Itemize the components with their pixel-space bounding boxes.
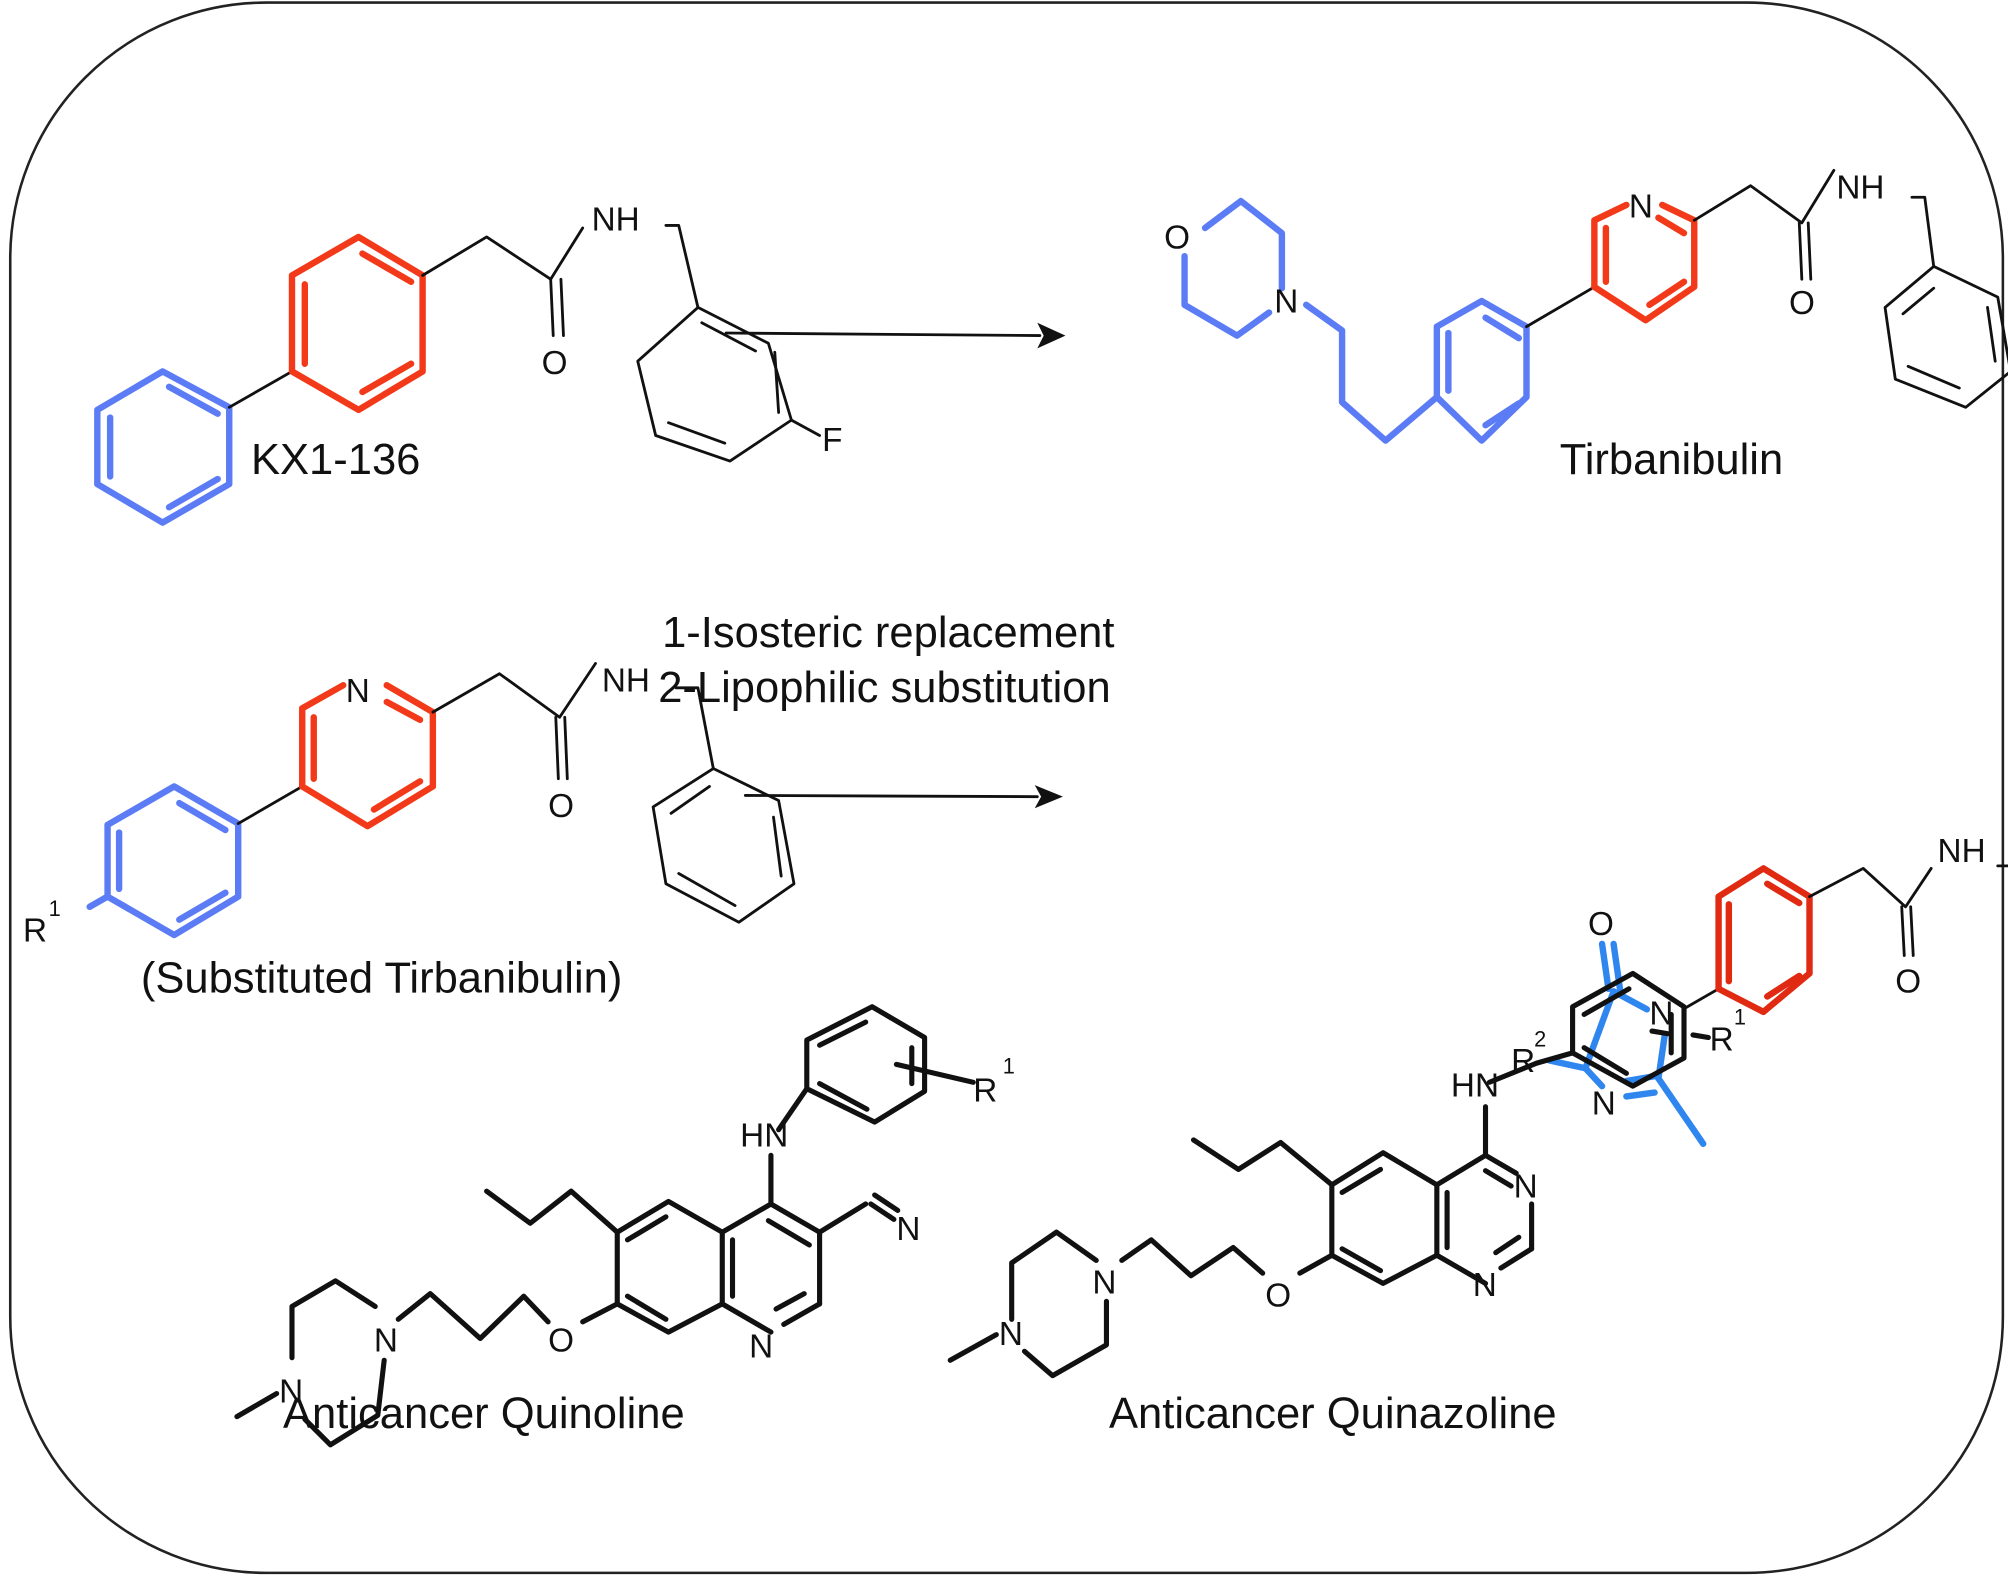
atom-f: F — [822, 422, 842, 459]
atom-nh: NH — [602, 663, 650, 700]
quinazoline-core: N N — [1329, 1150, 1538, 1304]
structure-anticancer-quinazoline: R 1 HN N N O N N Anti — [947, 970, 1746, 1438]
atom-n-piperazine-1: N — [1092, 1265, 1116, 1302]
atom-o: O — [548, 788, 574, 825]
atom-o: O — [542, 345, 568, 382]
atom-nh: NH — [1836, 170, 1884, 207]
atom-o: O — [1789, 285, 1815, 322]
atom-r: R — [1710, 1021, 1734, 1058]
atom-n-pyridine: N — [346, 673, 370, 710]
reaction-arrow-top — [724, 322, 1066, 349]
red-pyridine-ring: N — [299, 673, 437, 830]
structure-kx1-136: O NH F KX1-136 — [94, 202, 842, 526]
atom-r-superscript: 2 — [1534, 1026, 1546, 1051]
atom-r-superscript: 1 — [1003, 1053, 1015, 1078]
benzyl-phenyl-ring — [1883, 265, 2008, 409]
red-pyridine-ring: N — [1591, 189, 1698, 324]
compound-label-substituted-tirbanibulin: (Substituted Tirbanibulin) — [141, 955, 622, 1003]
atom-o-morpholine: O — [1164, 219, 1190, 256]
rounded-frame — [8, 1, 2005, 1575]
atom-n-ring: N — [749, 1329, 773, 1366]
atom-nh: NH — [1938, 833, 1986, 870]
atom-o: O — [548, 1322, 574, 1359]
fluorophenyl-ring — [636, 305, 793, 463]
aniline-ring — [1570, 970, 1711, 1089]
condition-step-2: 2-Lipophilic substitution — [658, 664, 1110, 712]
piperazine-ring: N — [947, 1229, 1110, 1379]
atom-r-superscript: 1 — [1734, 1005, 1746, 1030]
atom-hn: HN — [1451, 1067, 1499, 1104]
structure-5a-d: O N N R 2 O NH — [1511, 833, 2008, 1147]
red-phenyl-ring — [288, 233, 426, 414]
condition-step-1: 1-Isosteric replacement — [662, 609, 1114, 657]
propyl-chain — [1190, 1137, 1335, 1188]
aniline-ring — [804, 1004, 976, 1125]
red-phenyl-ring — [1715, 865, 1813, 1016]
atom-n-piperazine-2: N — [279, 1374, 303, 1411]
atom-n-a: N — [1514, 1169, 1538, 1206]
atom-o: O — [1265, 1277, 1291, 1314]
propyl-chain — [484, 1188, 620, 1235]
atom-n-morpholine: N — [1274, 284, 1298, 321]
atom-n3: N — [1592, 1085, 1616, 1122]
atom-n-piperazine-1: N — [374, 1322, 398, 1359]
compound-label-tirbanibulin: Tirbanibulin — [1560, 436, 1783, 484]
morpholine-ring: O N — [1164, 197, 1298, 339]
atom-r: R — [23, 912, 47, 949]
atom-o-imidazolone: O — [1588, 906, 1614, 943]
atom-n-pyridine: N — [1629, 189, 1653, 226]
blue-phenyl-ring — [86, 783, 242, 939]
structure-anticancer-quinoline: R 1 HN N N O N — [234, 1004, 1015, 1448]
atom-r-superscript: 1 — [49, 896, 61, 921]
structure-substituted-tirbanibulin: R 1 N O NH (Substituted Tirbanibulin) — [23, 662, 796, 1003]
atom-n-piperazine-2: N — [999, 1316, 1023, 1353]
benzyl-phenyl-ring — [651, 767, 796, 924]
piperazine-ring: N — [234, 1278, 387, 1448]
atom-o: O — [1895, 964, 1921, 1001]
compound-label-kx1-136: KX1-136 — [251, 436, 420, 484]
structure-tirbanibulin: O N N O NH — [1164, 168, 2008, 484]
compound-label-quinazoline: Anticancer Quinazoline — [1109, 1390, 1557, 1438]
atom-r: R — [973, 1073, 997, 1110]
blue-phenyl-ring — [94, 368, 233, 526]
atom-n-nitrile: N — [896, 1211, 920, 1248]
quinoline-core: N — [614, 1198, 823, 1366]
reaction-arrow-middle: 1-Isosteric replacement 2-Lipophilic sub… — [658, 609, 1114, 809]
blue-phenyl-ring — [1433, 297, 1530, 444]
compound-label-quinoline: Anticancer Quinoline — [283, 1390, 685, 1438]
atom-nh: NH — [592, 202, 640, 239]
propyl-linker — [1303, 301, 1441, 444]
atom-n-b: N — [1473, 1267, 1497, 1304]
